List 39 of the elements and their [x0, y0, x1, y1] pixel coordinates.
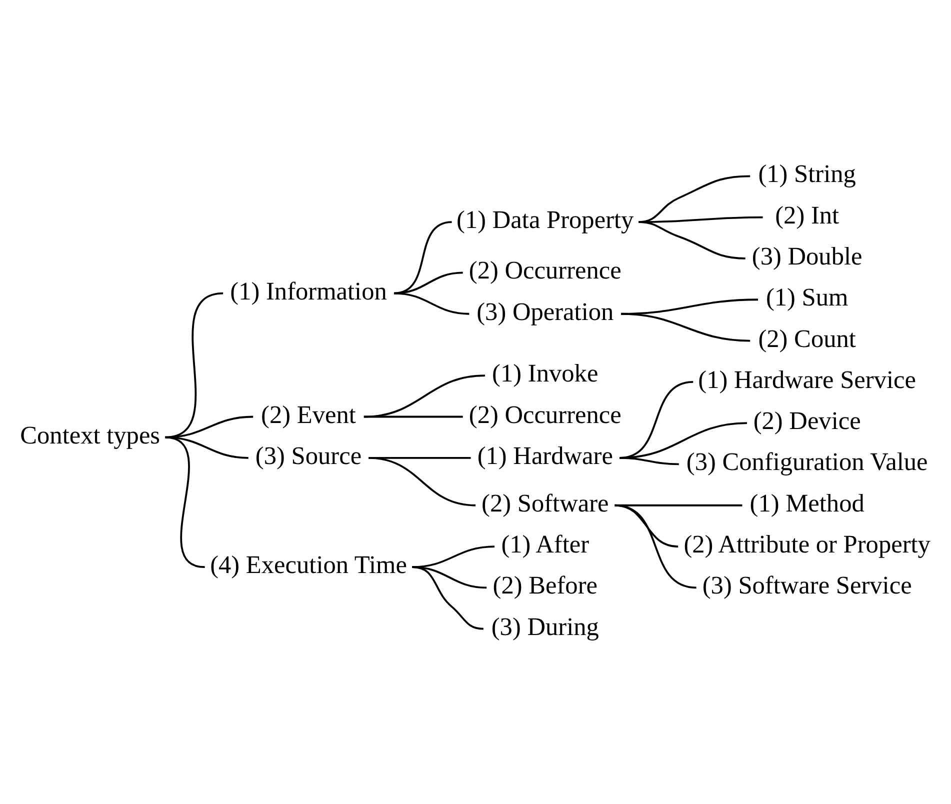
- connector: [364, 374, 486, 418]
- node-text: (3) Double: [752, 242, 862, 270]
- node-text: (1) Invoke: [492, 359, 598, 388]
- connector: [368, 456, 476, 506]
- connector: [394, 292, 470, 314]
- connector: [165, 436, 206, 568]
- node-text: (2) Int: [775, 200, 840, 229]
- node-text: (3) Software Service: [702, 571, 912, 600]
- connector: [412, 545, 495, 568]
- connector: [394, 271, 463, 294]
- node-text: (1) Hardware: [477, 441, 613, 470]
- connector: [394, 220, 452, 294]
- node-text: (1) Information: [230, 276, 387, 305]
- node-text: (4) Execution Time: [210, 550, 407, 579]
- node-text: (2) Event: [261, 400, 356, 428]
- node-text: (2) Before: [492, 571, 598, 600]
- node-text: (1) Method: [750, 488, 864, 517]
- node-text: (3) Operation: [476, 297, 614, 326]
- node-text: (2) Attribute or Property: [684, 530, 930, 558]
- node-text: (2) Occurrence: [468, 256, 622, 284]
- node-text: (2) Count: [758, 324, 856, 352]
- node-text: (3) Source: [255, 441, 362, 470]
- connector: [638, 220, 746, 259]
- connector: [621, 312, 750, 342]
- node-text: (2) Software: [482, 488, 609, 517]
- node-text: (1) Sum: [766, 283, 848, 312]
- node-text: (3) During: [491, 612, 599, 640]
- node-text: (1) Hardware Service: [698, 365, 916, 394]
- node-text: (1) After: [501, 530, 590, 558]
- connector: [364, 415, 463, 418]
- node-text: (3) Configuration Value: [686, 448, 928, 476]
- node-text: (2) Device: [753, 406, 861, 435]
- node-text: (2) Occurrence: [468, 400, 622, 428]
- connector: [614, 504, 696, 588]
- node-text: Context types: [20, 420, 160, 449]
- node-text: (1) Data Property: [456, 206, 634, 234]
- connector: [412, 566, 484, 630]
- connector: [620, 456, 679, 465]
- node-text: (1) String: [758, 160, 856, 188]
